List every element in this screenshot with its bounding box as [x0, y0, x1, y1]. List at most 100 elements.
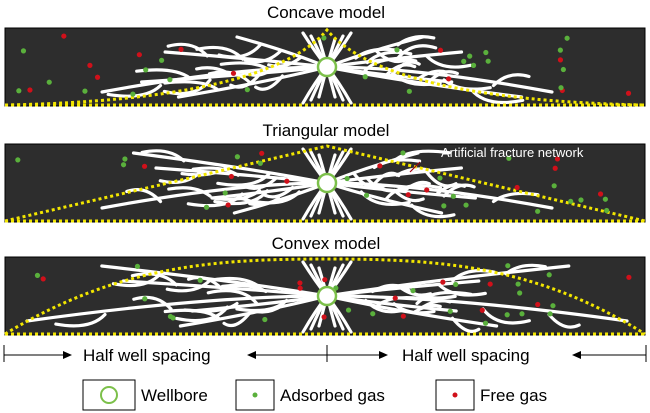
adsorbed-gas-dot — [483, 49, 489, 56]
adsorbed-gas-dot — [515, 281, 521, 287]
adsorbed-gas-dot — [244, 87, 250, 93]
adsorbed-gas-dot — [142, 296, 148, 302]
stimulated-zone-boundary — [4, 257, 646, 336]
legend-label-adsorbed: Adsorbed gas — [280, 386, 385, 405]
free-gas-dot — [487, 281, 493, 287]
fracture-sub-branch — [392, 149, 451, 163]
adsorbed-gas-dot — [550, 303, 556, 309]
free-gas-dot — [446, 76, 452, 82]
legend-label-free: Free gas — [480, 386, 547, 405]
free-gas-dot — [597, 191, 604, 197]
free-gas-dot — [557, 57, 564, 63]
adsorbed-gas-dot — [344, 175, 350, 182]
fracture-sub-branch — [167, 186, 212, 198]
fracture-branch — [325, 279, 481, 298]
free-gas-dot — [40, 276, 46, 282]
free-gas-dot — [392, 295, 398, 301]
fracture-branch — [163, 50, 329, 69]
adsorbed-gas-dot — [222, 190, 228, 196]
free-gas-dot — [136, 52, 142, 58]
adsorbed-gas-dot — [234, 154, 240, 160]
free-gas-dot — [405, 192, 411, 198]
fracture-sub-branch — [248, 197, 281, 207]
adsorbed-gas-dot — [482, 320, 489, 326]
fracture-sub-branch — [450, 316, 481, 333]
fracture-sub-branch — [130, 272, 178, 287]
free-gas-dot — [259, 150, 265, 156]
fracture-sub-branch — [54, 312, 107, 328]
adsorbed-gas-dot — [400, 150, 406, 156]
adsorbed-gas-dot — [20, 48, 27, 54]
fracture-sub-branch — [250, 190, 301, 205]
fracture-branch — [100, 181, 329, 210]
adsorbed-gas-dot — [167, 77, 173, 83]
adsorbed-gas-dot — [262, 316, 268, 323]
adsorbed-gas-dot — [410, 288, 416, 294]
fracture-sub-branch — [395, 44, 438, 61]
adsorbed-gas-dot — [82, 88, 88, 94]
fracture-branch — [325, 65, 524, 99]
fracture-sub-branch — [195, 45, 245, 61]
adsorbed-gas-dot — [560, 66, 566, 73]
adsorbed-gas-dot — [406, 88, 412, 94]
adsorbed-gas-dot — [564, 35, 570, 41]
adsorbed-gas-dot — [450, 193, 456, 199]
fracture-sub-branch — [220, 283, 268, 294]
adsorbed-gas-dot — [558, 85, 564, 91]
fracture-sub-branch — [547, 312, 581, 329]
free-gas-dot — [479, 307, 485, 313]
adsorbed-gas-dot — [170, 315, 176, 321]
fracture-sub-branch — [135, 68, 192, 80]
adsorbed-gas-dot — [470, 62, 477, 68]
adsorbed-gas-dot — [441, 203, 447, 209]
stimulated-zone-boundary — [4, 27, 646, 107]
panel-title-convex: Convex model — [272, 234, 381, 253]
wellbore-circle-icon — [100, 386, 118, 404]
spacing-arrows — [3, 345, 647, 362]
fracture-branch — [25, 294, 329, 323]
fracture-branch — [121, 279, 329, 298]
free-gas-dot — [440, 279, 446, 285]
free-gas-dot — [625, 90, 632, 96]
fracture-branch — [176, 65, 329, 99]
fracture-sub-branch — [390, 60, 421, 77]
free-gas-dot — [626, 274, 632, 280]
annotation-leader — [409, 161, 421, 173]
fracture-sub-branch — [163, 80, 219, 91]
adsorbed-gas-dot — [16, 88, 22, 94]
fracture-sub-branch — [166, 42, 209, 58]
adsorbed-gas-dot — [546, 272, 552, 278]
fracture-sub-branch — [435, 183, 467, 196]
free-gas-dot — [514, 184, 520, 191]
fracture-sub-branch — [424, 54, 473, 69]
fracture-sub-branch — [504, 263, 547, 276]
fracture-sub-branch — [362, 57, 418, 74]
free-gas-dot — [297, 280, 303, 286]
fracture-sub-branch — [369, 171, 401, 190]
adsorbed-gas-dot — [604, 207, 610, 214]
panel-concave — [4, 27, 646, 107]
adsorbed-gas-dot — [370, 311, 376, 317]
free-gas-dot — [141, 163, 148, 169]
fracture-sub-branch — [392, 188, 425, 203]
adsorbed-gas-dot — [257, 160, 263, 166]
free-gas-dot — [94, 74, 101, 80]
adsorbed-gas-dot — [505, 263, 511, 269]
fracture-sub-branch — [186, 192, 244, 208]
adsorbed-gas-dot — [203, 204, 210, 210]
adsorbed-gas-dot — [453, 281, 459, 288]
fracture-sub-branch — [211, 276, 262, 289]
adsorbed-gas-dot — [578, 197, 584, 203]
fracture-sub-branch — [213, 189, 269, 206]
free-gas-dot — [552, 165, 558, 171]
adsorbed-gas-dot — [437, 175, 443, 181]
adsorbed-gas-dot — [345, 307, 352, 313]
adsorbed-gas-dot — [143, 67, 149, 73]
fracture-sub-branch — [252, 303, 285, 314]
adsorbed-gas-dot — [46, 79, 52, 85]
adsorbed-gas-dot — [34, 272, 41, 278]
fracture-sub-branch — [222, 310, 253, 328]
free-gas-dot — [225, 202, 231, 208]
legend-box-wellbore — [82, 379, 136, 411]
